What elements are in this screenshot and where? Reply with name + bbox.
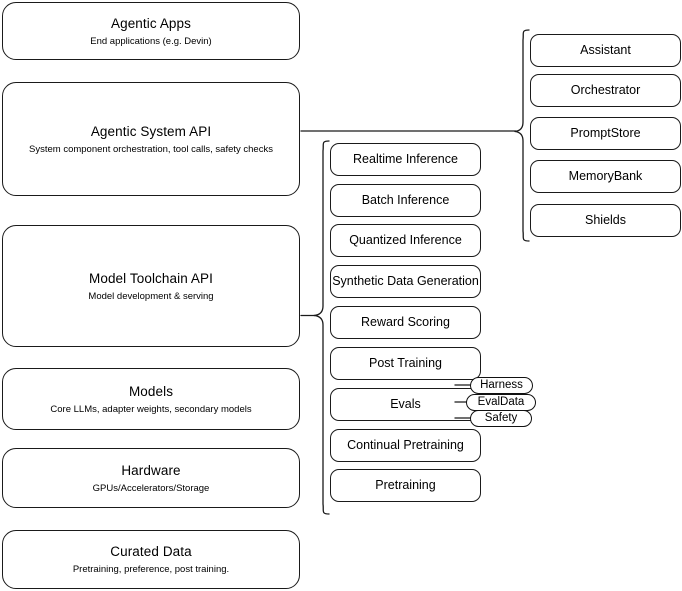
component-evals[interactable]: Evals — [330, 388, 481, 421]
component-label: PromptStore — [570, 126, 641, 140]
component-memorybank[interactable]: MemoryBank — [530, 160, 681, 193]
component-orchestrator[interactable]: Orchestrator — [530, 74, 681, 107]
layer-subtitle: System component orchestration, tool cal… — [29, 143, 273, 155]
component-label: Orchestrator — [570, 83, 641, 97]
component-continual-pretraining[interactable]: Continual Pretraining — [330, 429, 481, 462]
component-label: Assistant — [580, 43, 631, 57]
layer-title: Curated Data — [110, 544, 192, 559]
layer-hardware[interactable]: Hardware GPUs/Accelerators/Storage — [2, 448, 300, 508]
component-label: Evals — [390, 397, 421, 411]
layer-title: Agentic Apps — [110, 15, 191, 31]
brace-right-group — [514, 29, 530, 242]
layer-model-toolchain-api[interactable]: Model Toolchain API Model development & … — [2, 225, 300, 347]
layer-subtitle: Pretraining, preference, post training. — [72, 564, 230, 575]
layer-models[interactable]: Models Core LLMs, adapter weights, secon… — [2, 368, 300, 430]
layer-title: Agentic System API — [90, 123, 212, 139]
component-synthetic-data-generation[interactable]: Synthetic Data Generation — [330, 265, 481, 298]
eval-pill-label: Harness — [480, 379, 523, 391]
eval-pill-label: Safety — [484, 412, 518, 424]
component-label: Reward Scoring — [361, 315, 450, 329]
eval-pill-safety[interactable]: Safety — [470, 410, 532, 427]
component-label: Pretraining — [375, 478, 436, 492]
eval-pill-label: EvalData — [477, 396, 525, 408]
brace-middle-group — [313, 140, 330, 515]
component-shields[interactable]: Shields — [530, 204, 681, 237]
layer-title: Models — [128, 383, 174, 399]
layer-title: Model Toolchain API — [89, 270, 213, 286]
component-label: Realtime Inference — [353, 152, 458, 166]
component-realtime-inference[interactable]: Realtime Inference — [330, 143, 481, 176]
component-label: Batch Inference — [361, 193, 450, 207]
component-label: Post Training — [369, 356, 442, 370]
layer-agentic-system-api[interactable]: Agentic System API System component orch… — [2, 82, 300, 196]
layer-title: Hardware — [121, 462, 181, 478]
component-label: Continual Pretraining — [347, 438, 464, 452]
component-pretraining[interactable]: Pretraining — [330, 469, 481, 502]
component-label: Shields — [585, 213, 626, 227]
component-reward-scoring[interactable]: Reward Scoring — [330, 306, 481, 339]
component-label: Quantized Inference — [349, 233, 462, 247]
component-assistant[interactable]: Assistant — [530, 34, 681, 67]
component-label: MemoryBank — [568, 169, 643, 183]
component-promptstore[interactable]: PromptStore — [530, 117, 681, 150]
component-label: Synthetic Data Generation — [332, 274, 479, 288]
layer-subtitle: Core LLMs, adapter weights, secondary mo… — [50, 403, 252, 415]
component-batch-inference[interactable]: Batch Inference — [330, 184, 481, 217]
layer-subtitle: Model development & serving — [88, 290, 214, 302]
layer-subtitle: GPUs/Accelerators/Storage — [92, 482, 210, 494]
eval-pill-harness[interactable]: Harness — [470, 377, 533, 394]
eval-pill-evaldata[interactable]: EvalData — [466, 394, 536, 411]
layer-curated-data[interactable]: Curated Data Pretraining, preference, po… — [2, 530, 300, 589]
layer-agentic-apps[interactable]: Agentic Apps End applications (e.g. Devi… — [2, 2, 300, 60]
layer-subtitle: End applications (e.g. Devin) — [90, 35, 212, 47]
component-quantized-inference[interactable]: Quantized Inference — [330, 224, 481, 257]
component-post-training[interactable]: Post Training — [330, 347, 481, 380]
